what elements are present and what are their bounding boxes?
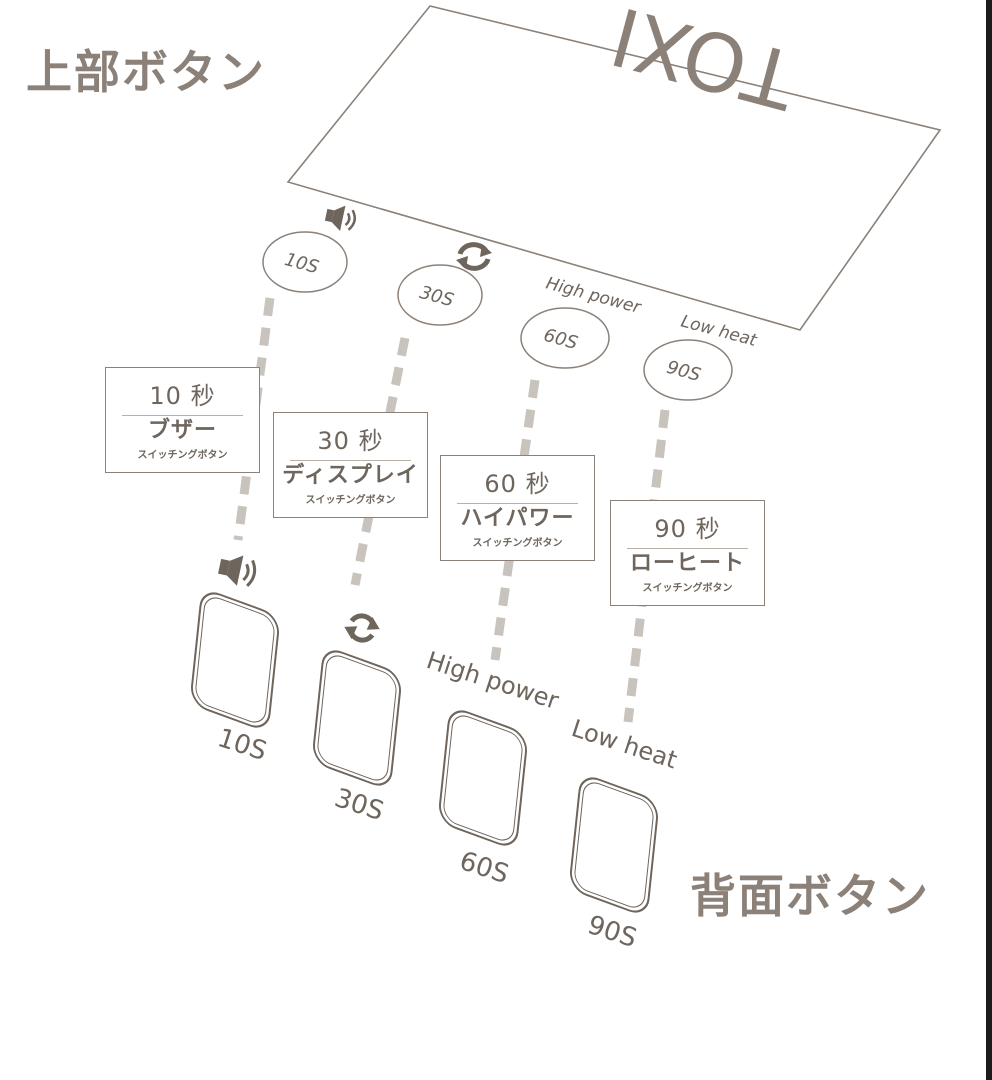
back-caption-low-heat: Low heat: [568, 714, 680, 774]
callout-high-power-note: スイッチングボタン: [472, 538, 563, 549]
callout-high-power-seconds: 60 秒: [484, 470, 551, 498]
back-button-60s[interactable]: [438, 706, 528, 850]
top-button-10s[interactable]: [262, 231, 348, 293]
callout-divider: [627, 548, 748, 549]
back-button-30s-label: 30S: [331, 783, 387, 827]
callout-display-note: スイッチングボタン: [305, 495, 396, 506]
back-button-30s[interactable]: [312, 646, 402, 790]
back-speaker-icon: [218, 555, 257, 587]
callout-buzzer-function: ブザー: [147, 418, 217, 443]
back-buttons-heading: 背面ボタン: [690, 869, 930, 923]
top-button-30s[interactable]: [397, 264, 483, 326]
device-top-panel: [286, 5, 942, 331]
callout-buzzer-note: スイッチングボタン: [137, 450, 228, 461]
back-button-90s[interactable]: [569, 773, 659, 917]
back-button-10s[interactable]: [190, 588, 280, 732]
callout-divider: [457, 503, 578, 504]
top-refresh-icon: [456, 242, 492, 271]
back-refresh-icon: [344, 613, 380, 643]
top-speaker-icon: [324, 205, 357, 232]
back-button-10s-label: 10S: [214, 723, 270, 767]
connector-line-60s: [490, 379, 540, 661]
back-button-90s-label: 90S: [584, 910, 640, 954]
callout-low-heat-function: ローヒート: [629, 551, 745, 576]
callout-buzzer-seconds: 10 秒: [149, 382, 216, 410]
top-button-60s[interactable]: [520, 307, 610, 369]
callout-display: 30 秒 ディスプレイ スイッチングボタン: [273, 412, 428, 518]
callout-display-seconds: 30 秒: [317, 427, 384, 455]
callout-divider: [122, 415, 243, 416]
callout-divider: [290, 460, 411, 461]
back-button-60s-label: 60S: [456, 846, 512, 890]
callout-high-power: 60 秒 ハイパワー スイッチングボタン: [440, 455, 595, 561]
frame-edge: [986, 0, 992, 1080]
top-buttons-heading: 上部ボタン: [26, 45, 266, 99]
callout-display-function: ディスプレイ: [282, 463, 419, 488]
callout-low-heat-seconds: 90 秒: [654, 515, 721, 543]
top-button-90s[interactable]: [643, 339, 733, 401]
callout-high-power-function: ハイパワー: [460, 506, 575, 531]
callout-low-heat: 90 秒 ローヒート スイッチングボタン: [610, 500, 765, 606]
callout-low-heat-note: スイッチングボタン: [642, 583, 733, 594]
callout-buzzer: 10 秒 ブザー スイッチングボタン: [105, 367, 260, 473]
